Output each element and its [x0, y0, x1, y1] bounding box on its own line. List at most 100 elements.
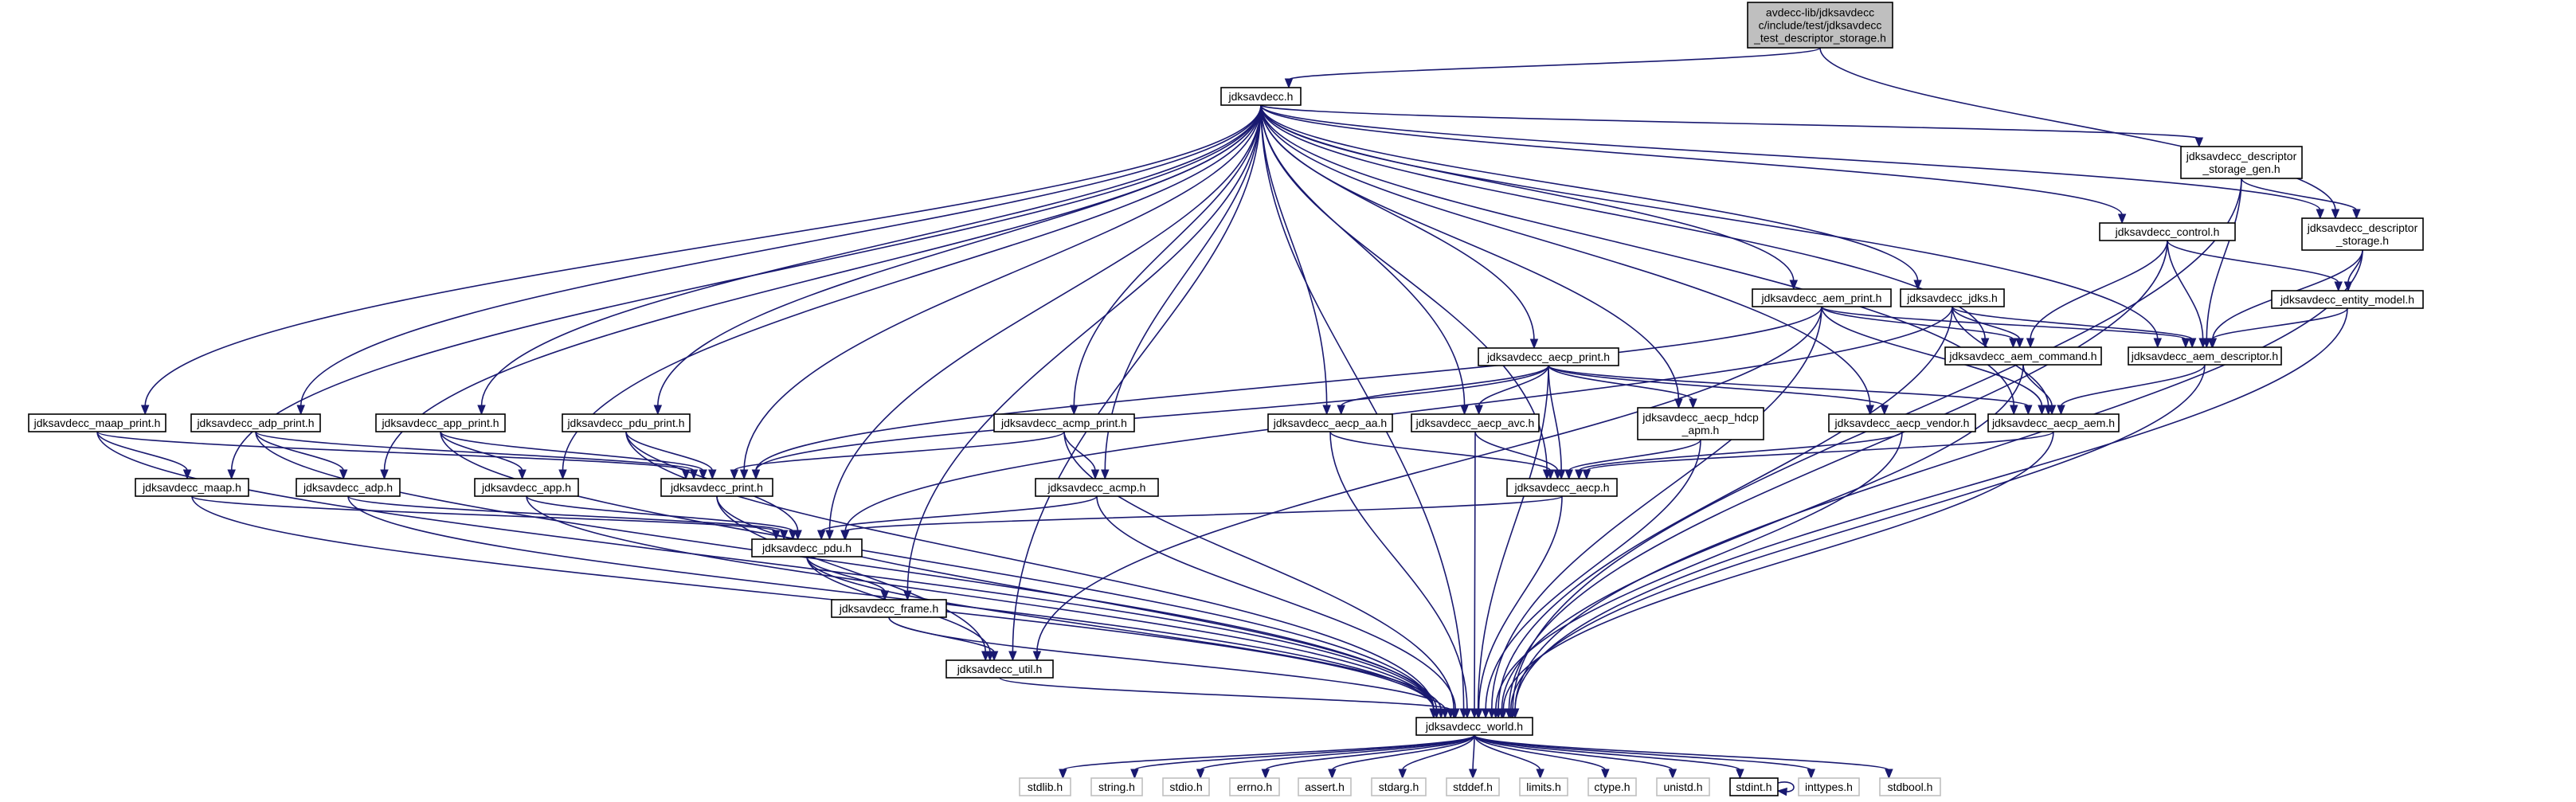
node-label: jdksavdecc_app.h: [481, 481, 571, 494]
edge-aecp-vendor-to-world: [1491, 431, 1903, 719]
node-inttypes[interactable]: inttypes.h: [1798, 777, 1860, 796]
node-acmp[interactable]: jdksavdecc_acmp.h: [1035, 478, 1159, 497]
edge-aecp-hdcp-to-aecp: [1564, 439, 1701, 480]
node-label: inttypes.h: [1805, 780, 1853, 793]
node-aecp-avc[interactable]: jdksavdecc_aecp_avc.h: [1411, 413, 1540, 432]
edge-jdksavdecc-to-maap: [227, 104, 1262, 480]
node-label: jdksavdecc_pdu_print.h: [566, 417, 684, 429]
node-assert[interactable]: assert.h: [1298, 777, 1352, 796]
node-stdio[interactable]: stdio.h: [1162, 777, 1210, 796]
node-box: [2271, 290, 2424, 309]
node-aecp-vendor[interactable]: jdksavdecc_aecp_vendor.h: [1828, 413, 1976, 432]
node-acmp-print[interactable]: jdksavdecc_acmp_print.h: [993, 413, 1135, 432]
edge-aecp-avc-to-aecp: [1474, 431, 1562, 480]
node-pdu[interactable]: jdksavdecc_pdu.h: [751, 538, 863, 557]
node-descriptor-storage[interactable]: jdksavdecc_descriptor_storage.h: [2301, 217, 2424, 251]
node-jdksavdecc[interactable]: jdksavdecc.h: [1220, 87, 1302, 106]
node-jdks[interactable]: jdksavdecc_jdks.h: [1900, 288, 2005, 307]
edge-jdksavdecc-to-aem-command: [1260, 104, 1990, 349]
node-unistd[interactable]: unistd.h: [1656, 777, 1710, 796]
edge-world-to-string: [1130, 734, 1475, 780]
node-stddef[interactable]: stddef.h: [1446, 777, 1500, 796]
edge-jdksavdecc-to-app: [558, 104, 1262, 480]
node-label: jdksavdecc_aecp_hdcp: [1642, 411, 1759, 424]
node-stdlib[interactable]: stdlib.h: [1019, 777, 1071, 796]
node-stdbool[interactable]: stdbool.h: [1879, 777, 1941, 796]
node-label: _apm.h: [1681, 424, 1720, 436]
node-box: [1747, 2, 1893, 49]
node-app[interactable]: jdksavdecc_app.h: [474, 478, 579, 497]
node-root[interactable]: avdecc-lib/jdksavdeccc/include/test/jdks…: [1747, 2, 1893, 49]
node-box: [135, 478, 249, 497]
node-box: [1587, 777, 1637, 796]
edge-aecp-print-to-aecp-avc: [1474, 365, 1549, 416]
node-label: errno.h: [1237, 780, 1272, 793]
node-label: jdksavdecc_acmp_print.h: [1000, 417, 1127, 429]
node-aem-command[interactable]: jdksavdecc_aem_command.h: [1944, 346, 2102, 366]
node-aecp-hdcp[interactable]: jdksavdecc_aecp_hdcp_apm.h: [1637, 407, 1764, 440]
node-box: [660, 478, 773, 497]
edge-jdksavdecc-to-adp: [380, 104, 1262, 480]
edge-entity-model-to-world: [1510, 307, 2348, 719]
node-box: [1229, 777, 1280, 796]
edge-world-to-stdio: [1196, 734, 1475, 780]
edge-layer: [96, 47, 2363, 796]
node-box: [1411, 413, 1540, 432]
node-adp-print[interactable]: jdksavdecc_adp_print.h: [190, 413, 321, 432]
edge-jdks-to-aem-descriptor: [1952, 306, 2197, 349]
edge-aem-print-to-aem-descriptor: [1821, 306, 2190, 349]
node-aecp[interactable]: jdksavdecc_aecp.h: [1506, 478, 1618, 497]
node-adp[interactable]: jdksavdecc_adp.h: [296, 478, 401, 497]
node-box: [1879, 777, 1941, 796]
node-descriptor-storage-gen[interactable]: jdksavdecc_descriptor_storage_gen.h: [2180, 146, 2303, 179]
node-util[interactable]: jdksavdecc_util.h: [945, 659, 1054, 679]
node-label: jdksavdecc_acmp.h: [1047, 481, 1146, 494]
node-label: jdksavdecc_aecp_aem.h: [1991, 417, 2115, 429]
edge-app-print-to-app: [440, 431, 527, 480]
node-aecp-print[interactable]: jdksavdecc_aecp_print.h: [1478, 347, 1619, 366]
edge-aecp-print-to-aecp-aa: [1337, 365, 1549, 416]
node-aem-descriptor[interactable]: jdksavdecc_aem_descriptor.h: [2128, 346, 2282, 366]
node-label: jdksavdecc_aem_descriptor.h: [2131, 350, 2278, 362]
node-label: jdksavdecc_entity_model.h: [2280, 293, 2414, 306]
edge-acmp-print-to-print: [730, 431, 1065, 480]
node-app-print[interactable]: jdksavdecc_app_print.h: [375, 413, 506, 432]
node-errno[interactable]: errno.h: [1229, 777, 1280, 796]
node-maap-print[interactable]: jdksavdecc_maap_print.h: [28, 413, 166, 432]
node-world[interactable]: jdksavdecc_world.h: [1415, 717, 1533, 736]
node-print[interactable]: jdksavdecc_print.h: [660, 478, 773, 497]
node-box: [1828, 413, 1976, 432]
edge-maap-to-world: [191, 495, 1439, 719]
edge-aecp-avc-to-world: [1470, 431, 1479, 719]
node-stdint[interactable]: stdint.h: [1729, 777, 1779, 796]
node-box: [1371, 777, 1427, 796]
node-aecp-aa[interactable]: jdksavdecc_aecp_aa.h: [1267, 413, 1393, 432]
node-label: jdksavdecc_aem_command.h: [1948, 350, 2096, 362]
edge-world-to-ctype: [1474, 734, 1610, 780]
edge-jdksavdecc-to-acmp: [1101, 104, 1262, 480]
edge-jdksavdecc-to-util: [1008, 104, 1262, 662]
node-aem-print[interactable]: jdksavdecc_aem_print.h: [1752, 288, 1892, 307]
node-label: jdksavdecc_frame.h: [839, 602, 939, 615]
node-pdu-print[interactable]: jdksavdecc_pdu_print.h: [562, 413, 691, 432]
node-box: [831, 599, 947, 618]
edge-world-to-stdarg: [1398, 734, 1475, 780]
node-label: jdksavdecc_descriptor: [2307, 221, 2418, 234]
edge-aem-command-to-aecp-aem: [2022, 364, 2057, 416]
node-limits[interactable]: limits.h: [1519, 777, 1568, 796]
node-aecp-aem[interactable]: jdksavdecc_aecp_aem.h: [1987, 413, 2120, 432]
node-label: stdbool.h: [1888, 780, 1933, 793]
node-maap[interactable]: jdksavdecc_maap.h: [135, 478, 249, 497]
node-box: [945, 659, 1054, 679]
node-entity-model[interactable]: jdksavdecc_entity_model.h: [2271, 290, 2424, 309]
node-label: jdksavdecc_adp.h: [303, 481, 393, 494]
node-frame[interactable]: jdksavdecc_frame.h: [831, 599, 947, 618]
node-control[interactable]: jdksavdecc_control.h: [2099, 222, 2236, 241]
edge-jdksavdecc-to-aecp-aa: [1260, 104, 1331, 416]
edge-jdksavdecc-to-aecp-avc: [1260, 104, 1469, 416]
node-string[interactable]: string.h: [1090, 777, 1143, 796]
node-box: [1656, 777, 1710, 796]
node-stdarg[interactable]: stdarg.h: [1371, 777, 1427, 796]
node-ctype[interactable]: ctype.h: [1587, 777, 1637, 796]
